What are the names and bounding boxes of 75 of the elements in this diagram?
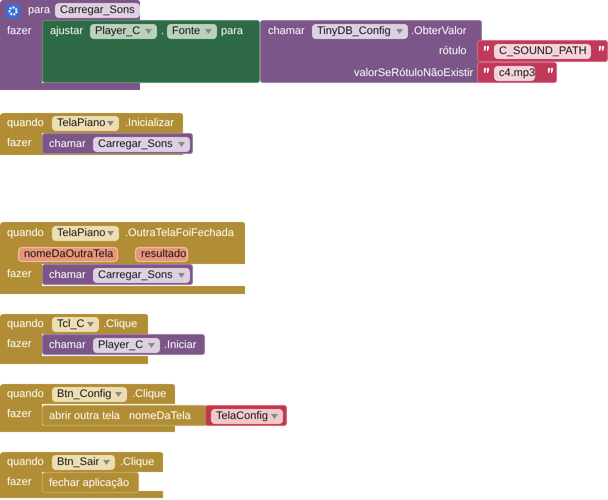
dropdown-field <box>52 317 99 332</box>
block-label: fazer <box>7 408 32 421</box>
dropdown-value: Carregar_Sons <box>60 4 135 17</box>
event-block <box>0 222 245 294</box>
statement-block <box>42 405 207 426</box>
dropdown-field <box>93 137 190 152</box>
dropdown-value: Player_C <box>95 25 140 38</box>
block-label: fazer <box>7 338 32 351</box>
block-label: .Clique <box>132 388 166 401</box>
setter-block <box>42 20 260 83</box>
parameter-field <box>135 247 188 262</box>
block-label: para <box>221 25 244 38</box>
call-block <box>260 20 482 83</box>
dropdown-value: Btn_Config <box>57 388 112 401</box>
block-label: .Clique <box>120 456 154 469</box>
dropdown-value: Player_C <box>98 339 144 352</box>
dropdown-value: TinyDB_Config <box>317 25 391 38</box>
block-label: fazer <box>7 476 32 489</box>
text-value: c4.mp3 <box>494 66 535 81</box>
dropdown-value: Tcl_C <box>57 318 85 331</box>
block-label: quando <box>7 318 44 331</box>
statement-block <box>42 472 139 493</box>
dropdown-field <box>52 226 119 241</box>
dropdown-value: Carregar_Sons <box>98 138 173 151</box>
block-label: quando <box>7 388 44 401</box>
parameter-field <box>18 247 118 262</box>
screen-name-block <box>205 405 287 426</box>
call-block <box>42 133 193 154</box>
call-block <box>42 264 193 285</box>
block-label: quando <box>7 227 44 240</box>
block-label: valorSeRótuloNãoExistir <box>354 67 474 80</box>
text-value: C_SOUND_PATH <box>494 44 591 59</box>
block-label: .OutraTelaFoiFechada <box>125 227 234 240</box>
dropdown-field <box>167 24 217 39</box>
block-label: fazer <box>7 137 32 150</box>
event-block <box>0 452 163 498</box>
parameter-name: nomeDaOutraTela <box>24 248 114 261</box>
dropdown-field <box>312 24 408 39</box>
text-block <box>477 62 557 83</box>
dropdown-value: TelaPiano <box>57 117 106 130</box>
block-label: chamar <box>49 138 86 151</box>
dropdown-field <box>93 268 190 283</box>
dropdown-value: Fonte <box>172 25 200 38</box>
block-label: fazer <box>7 25 32 38</box>
block-label: .Clique <box>103 318 138 331</box>
call-block <box>42 334 205 355</box>
block-label: rótulo <box>439 45 467 58</box>
parameter-name: resultado <box>141 248 186 261</box>
text-block <box>477 40 608 62</box>
dropdown-value: TelaPiano <box>57 227 106 240</box>
event-block <box>0 113 195 155</box>
dropdown-value: Carregar_Sons <box>98 269 173 282</box>
block-label: .Iniciar <box>164 339 196 352</box>
block-label: nomeDaTela <box>129 410 191 423</box>
block-label: chamar <box>268 25 305 38</box>
block-label: abrir outra tela <box>49 410 120 423</box>
dropdown-field <box>90 24 157 39</box>
dropdown-field <box>93 338 160 353</box>
dropdown-field: TelaConfig <box>211 409 283 424</box>
block-label: quando <box>7 117 44 130</box>
block-label: chamar <box>49 269 86 282</box>
block-label: para <box>28 4 50 17</box>
dropdown-field <box>55 3 140 18</box>
dropdown-field <box>52 455 115 470</box>
block-label: .Inicializar <box>125 117 174 130</box>
block-label: chamar <box>49 339 86 352</box>
dropdown-value: Btn_Sair <box>57 456 100 469</box>
block-label: ajustar <box>50 25 84 38</box>
dropdown-field <box>52 387 127 402</box>
block-label: quando <box>7 456 44 469</box>
dropdown-field <box>52 116 119 131</box>
block-label: fazer <box>7 268 32 281</box>
block-label: . <box>161 25 164 38</box>
block-label: .ObterValor <box>411 25 466 38</box>
block-label: fechar aplicação <box>49 477 130 490</box>
